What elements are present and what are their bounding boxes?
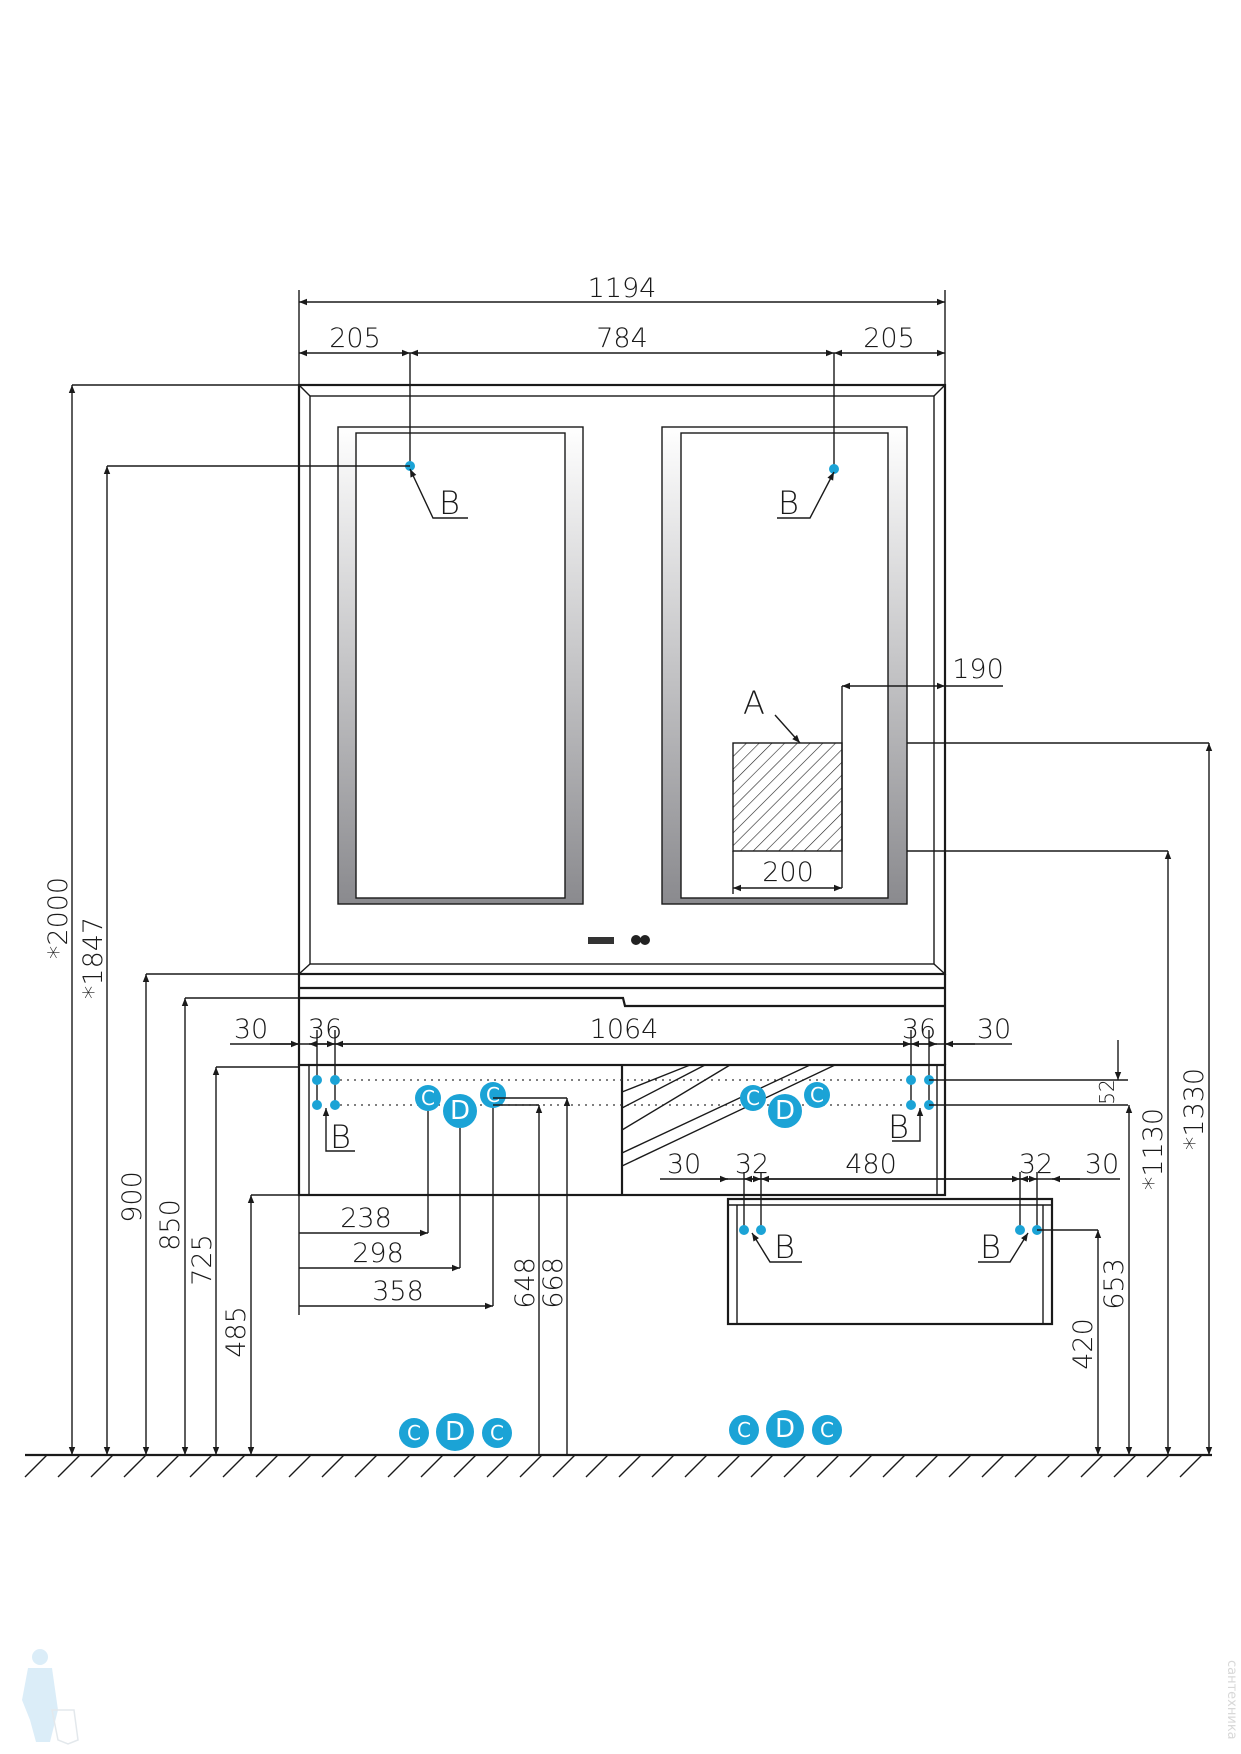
dimension-label: B [888, 1108, 909, 1146]
dimension-label: 358 [372, 1276, 424, 1307]
dimension-label: C [746, 1086, 760, 1110]
dimension-label: 420 [1068, 1318, 1099, 1370]
dimension-label: 725 [187, 1234, 218, 1286]
dimension-label: 30 [234, 1014, 268, 1045]
zone-a-hatched [732, 742, 843, 852]
dimension-label: 238 [340, 1203, 392, 1234]
mount-point-b [829, 464, 839, 474]
top-dimensions: 1194 205 784 205 [298, 273, 946, 469]
dimension-label: C [490, 1421, 504, 1445]
dimension-label: 52 [1095, 1079, 1119, 1104]
mirror [297, 383, 947, 976]
floor-line [24, 1453, 1212, 1478]
drawer-unit [726, 1197, 1054, 1326]
dimension-label: 32 [1019, 1149, 1053, 1180]
dimension-label: 485 [221, 1306, 252, 1358]
dimension-label: D [775, 1096, 795, 1126]
dimension-label: C [810, 1083, 824, 1107]
dimension-label: 1194 [588, 273, 657, 304]
dimension-label: *2000 [43, 877, 74, 959]
dimension-label: C [407, 1421, 421, 1445]
dimension-label: *1847 [78, 917, 109, 999]
dimension-label: C [486, 1083, 500, 1107]
marker-a: A [743, 684, 765, 722]
dimension-label: D [445, 1417, 465, 1447]
height-dimensions-left: *2000 *1847 900 850 725 485 [43, 384, 728, 1455]
dimension-label: 200 [762, 857, 814, 888]
dimension-label: D [775, 1414, 795, 1444]
dimension-label: B [980, 1228, 1001, 1266]
height-dimensions-right: 420 653 *1130 *1330 [907, 742, 1213, 1455]
connection-offset-dimensions: 238 298 358 648 668 [298, 1097, 571, 1455]
dimension-label: 648 [510, 1257, 541, 1309]
dimension-label: D [450, 1096, 470, 1126]
dimension-label: 36 [902, 1014, 936, 1045]
vanity-width-dimensions: 30 36 1064 36 30 [230, 1014, 1012, 1105]
drawer-mount-points: B B [739, 1225, 1042, 1266]
dimension-label: *1130 [1138, 1108, 1169, 1190]
dimension-label: 205 [863, 323, 915, 354]
dimension-label: 1064 [590, 1014, 659, 1045]
vanity-mount-points: B B 52 [312, 1040, 1128, 1156]
connection-markers-floor: C D C C D C [399, 1410, 842, 1451]
siphon-lines [621, 1064, 836, 1167]
countertop [297, 974, 947, 1065]
dimension-label: 900 [117, 1171, 148, 1223]
marker-b: B [439, 484, 460, 522]
dimension-label: 653 [1099, 1258, 1130, 1310]
dimension-label: C [421, 1086, 435, 1110]
dimension-label: 36 [308, 1014, 342, 1045]
dimension-label: 30 [977, 1014, 1011, 1045]
dimension-label: 668 [538, 1257, 569, 1309]
dimension-label: 298 [352, 1238, 404, 1269]
dimension-label: 480 [845, 1149, 897, 1180]
connection-markers-vanity: C D C C D C [415, 1082, 830, 1128]
dimension-label: 30 [1085, 1149, 1119, 1180]
dimension-label: B [330, 1118, 351, 1156]
dimension-label: 32 [735, 1149, 769, 1180]
drawer-width-dimensions: 30 32 480 32 30 [660, 1149, 1120, 1230]
mirror-panel-left [337, 426, 584, 905]
dimension-label: C [820, 1418, 834, 1442]
dimension-label: 190 [952, 654, 1004, 685]
dimension-label: B [774, 1228, 795, 1266]
dimension-label: C [737, 1418, 751, 1442]
watermark-text: сантехника [1224, 1660, 1239, 1740]
marker-b: B [778, 484, 799, 522]
dimension-label: *1330 [1179, 1068, 1210, 1150]
dimension-label: 205 [329, 323, 381, 354]
dimension-label: 784 [596, 323, 648, 354]
dimension-label: 850 [155, 1199, 186, 1251]
plumber-logo [22, 1649, 79, 1745]
dimension-label: 30 [667, 1149, 701, 1180]
mirror-controls-icon [588, 935, 650, 945]
